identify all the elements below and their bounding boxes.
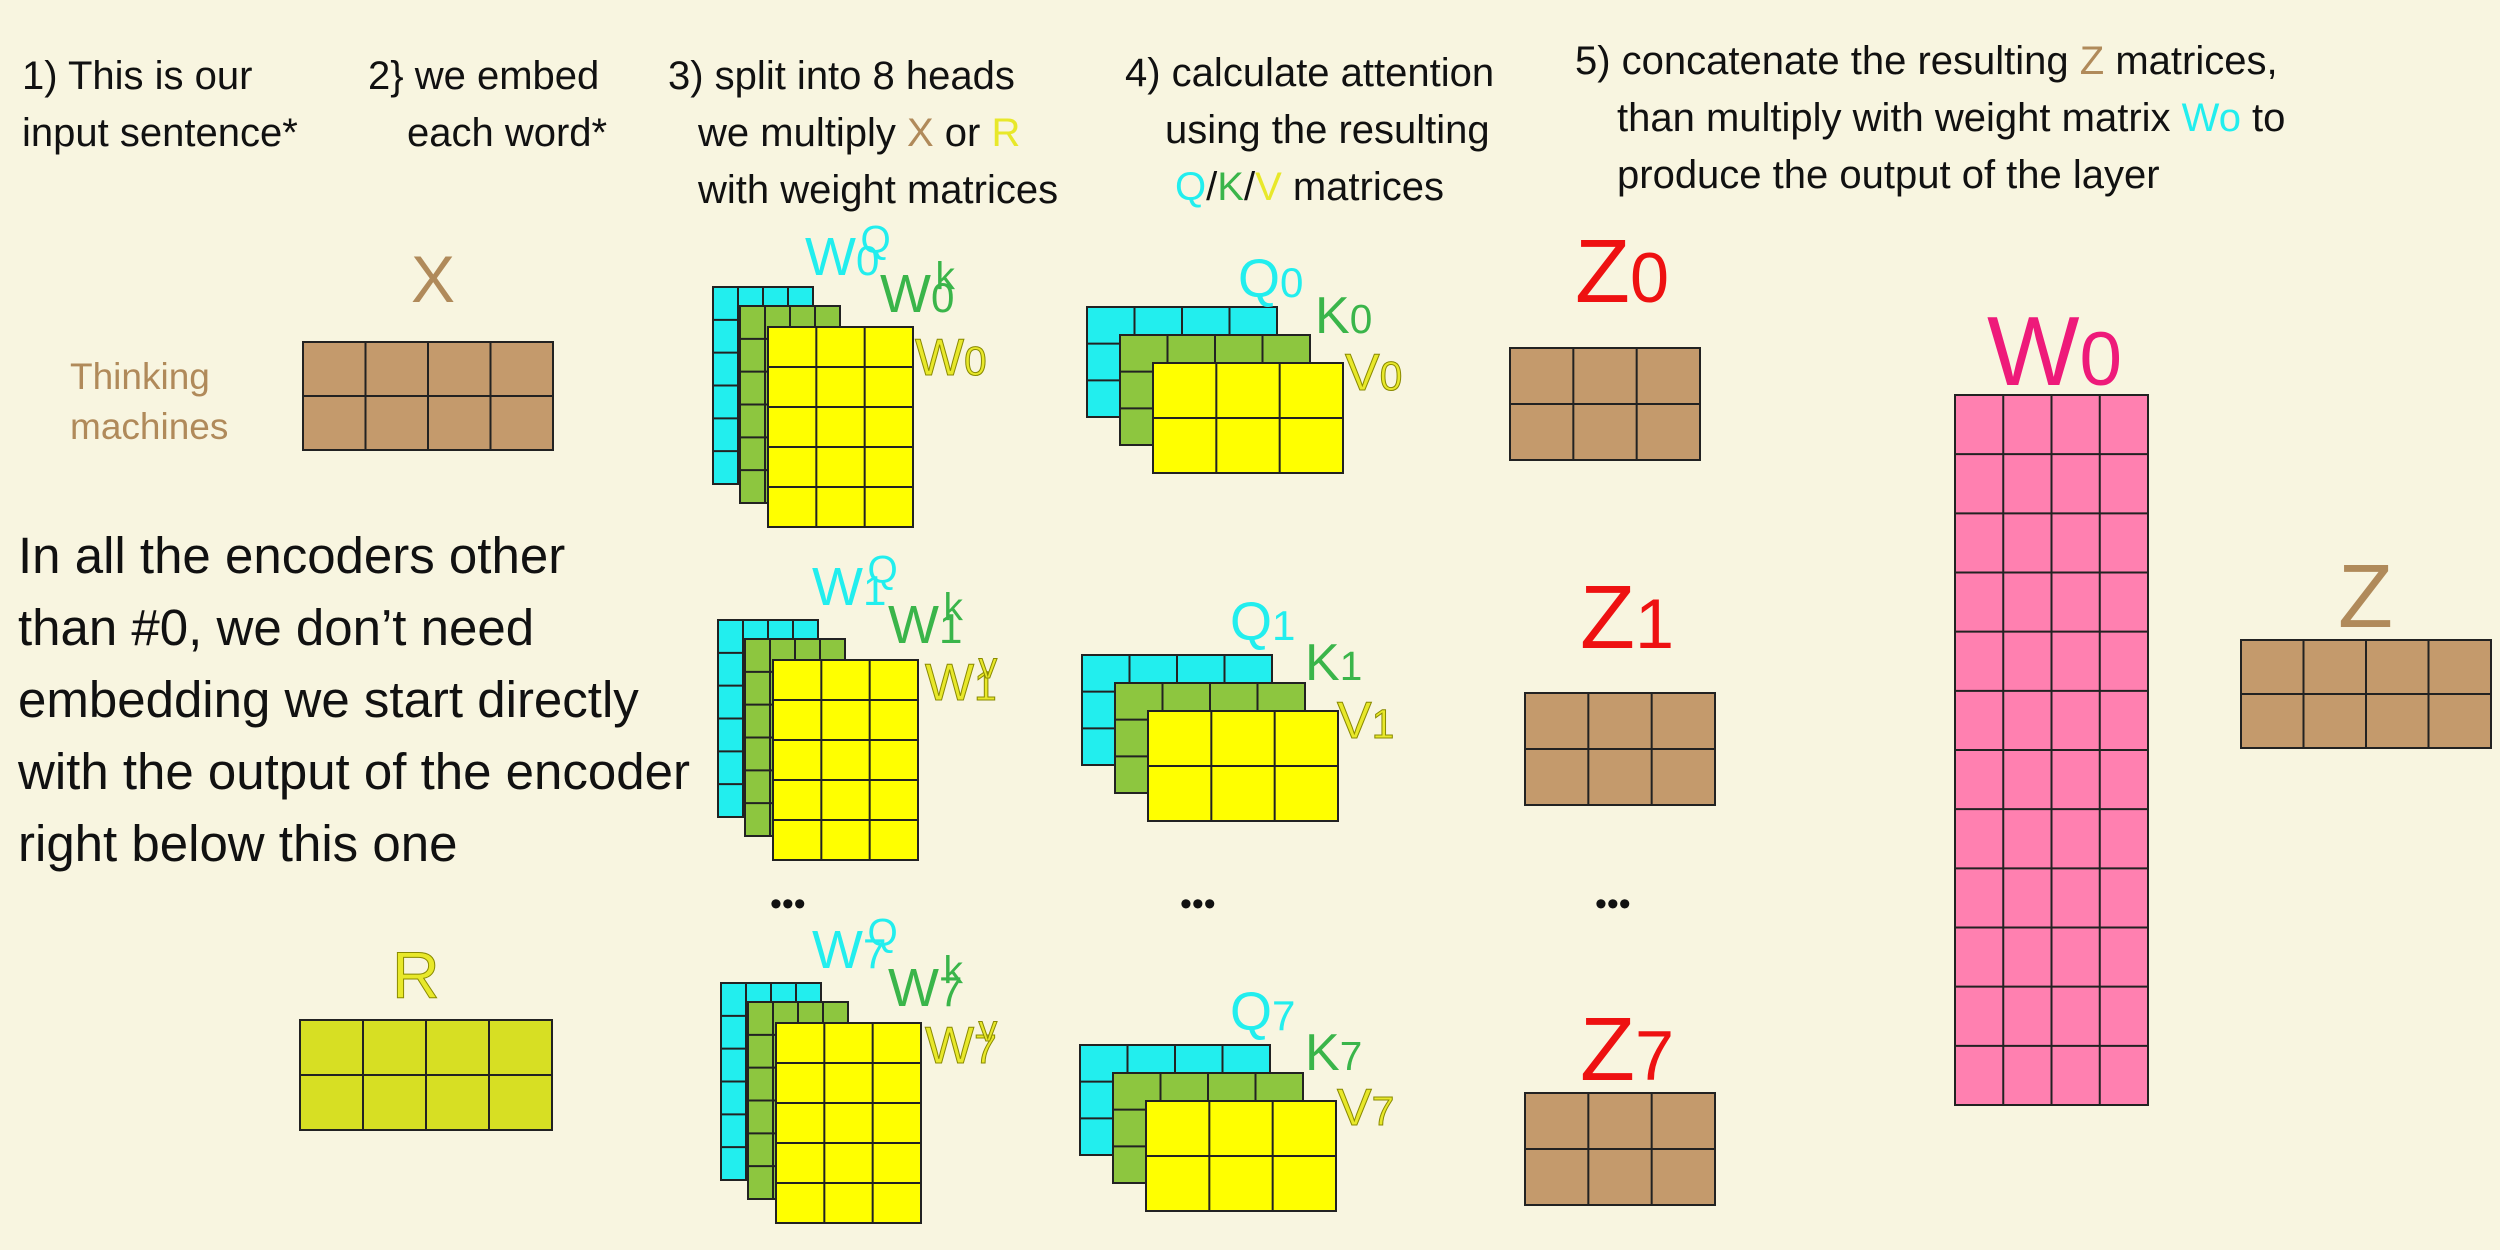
step-2-line-1: 2} we embed xyxy=(368,54,600,98)
step-3-line-2-text: we multiply xyxy=(698,111,907,155)
step-3-line-3: with weight matrices xyxy=(698,168,1059,212)
step-5-line-2-text: than multiply with weight matrix xyxy=(1617,96,2182,140)
step-4-k-ref: K xyxy=(1217,165,1244,209)
ellipsis-2: ••• xyxy=(1180,885,1216,923)
head-1-wv-matrix xyxy=(772,659,919,861)
encoder-note: In all the encoders other than #0, we do… xyxy=(18,520,690,880)
head-0-q-label: Q0 xyxy=(1238,249,1303,309)
x-matrix-label: X xyxy=(411,242,455,316)
head-0-k-label: K0 xyxy=(1315,287,1372,345)
head-7-z-label: Z7 xyxy=(1580,1000,1674,1100)
note-line-3: embedding we start directly xyxy=(18,671,639,728)
head-7-wv-label: W7v xyxy=(925,1007,997,1075)
input-word-machines: machines xyxy=(70,406,229,447)
input-sentence: Thinking machines xyxy=(70,352,228,452)
step-5-line-2: than multiply with weight matrix Wo to xyxy=(1575,90,2285,147)
step-3-text: 3) split into 8 heads we multiply X or R… xyxy=(668,48,1058,219)
step-5-line-1: 5) concatenate the resulting Z matrices, xyxy=(1575,33,2285,90)
step-5-text: 5) concatenate the resulting Z matrices,… xyxy=(1575,33,2285,204)
ellipsis-3: ••• xyxy=(1595,885,1631,923)
head-7-wk-label: W7k xyxy=(888,949,963,1018)
note-line-2: than #0, we don’t need xyxy=(18,599,535,656)
step-4-slash-2: / xyxy=(1243,165,1256,209)
head-1-z-label: Z1 xyxy=(1580,568,1674,668)
note-line-5: right below this one xyxy=(18,815,458,872)
z-output-label: Z xyxy=(2338,547,2393,647)
step-1-line-1: 1) This is our xyxy=(22,54,253,98)
ellipsis-1: ••• xyxy=(770,885,806,923)
step-4-line-3-text: matrices xyxy=(1281,165,1444,209)
step-3-line-1: 3) split into 8 heads xyxy=(668,54,1015,98)
step-4-line-1: 4) calculate attention xyxy=(1125,51,1495,95)
head-7-q-label: Q7 xyxy=(1230,982,1295,1042)
step-2-text: 2} we embed each word* xyxy=(368,48,607,162)
step-4-slash-1: / xyxy=(1206,165,1218,209)
head-1-k-label: K1 xyxy=(1305,634,1362,692)
head-0-wv-matrix xyxy=(767,326,914,528)
head-0-wk-label: W0k xyxy=(880,255,955,324)
step-4-line-2: using the resulting xyxy=(1165,108,1490,152)
note-line-1: In all the encoders other xyxy=(18,527,566,584)
head-1-q-label: Q1 xyxy=(1230,592,1295,652)
head-0-wq-label: W0Q xyxy=(805,218,891,287)
head-7-k-label: K7 xyxy=(1305,1024,1362,1082)
step-3-r-ref: R xyxy=(991,111,1021,155)
step-5-wo-ref: Wo xyxy=(2181,96,2241,140)
head-7-v-label: V7 xyxy=(1337,1079,1394,1137)
head-7-wq-label: W7Q xyxy=(812,911,898,980)
step-4-q-ref: Q xyxy=(1175,165,1207,209)
head-1-wv-label: W1v xyxy=(925,644,997,712)
step-5-line-1-text: 5) concatenate the resulting xyxy=(1575,39,2080,83)
head-1-wq-label: W1Q xyxy=(812,548,898,617)
step-1-text: 1) This is our input sentence* xyxy=(22,48,298,162)
step-3-x-ref: X xyxy=(906,111,934,155)
head-7-wv-matrix xyxy=(775,1022,922,1224)
wo-matrix-label: W0 xyxy=(1987,296,2122,406)
step-4-text: 4) calculate attention using the resulti… xyxy=(1125,45,1494,216)
head-0-v-label: V0 xyxy=(1345,344,1402,402)
step-5-line-2-end: to xyxy=(2240,96,2286,140)
step-4-v-ref: V xyxy=(1255,165,1282,209)
step-5-z-ref: Z xyxy=(2079,39,2105,83)
head-0-z-label: Z0 xyxy=(1575,222,1669,322)
step-3-line-2: we multiply X or R xyxy=(668,105,1058,162)
step-5-line-1-end: matrices, xyxy=(2104,39,2278,83)
head-1-v-label: V1 xyxy=(1337,692,1394,750)
input-word-thinking: Thinking xyxy=(70,356,210,397)
head-0-wv-label: W0 xyxy=(915,329,987,387)
step-4-line-3: Q/K/V matrices xyxy=(1125,159,1494,216)
step-5-line-3: produce the output of the layer xyxy=(1617,153,2160,197)
step-3-or-text: or xyxy=(933,111,992,155)
head-1-wk-label: W1k xyxy=(888,586,963,655)
step-2-line-2: each word* xyxy=(407,111,608,155)
note-line-4: with the output of the encoder xyxy=(18,743,690,800)
step-1-line-2: input sentence* xyxy=(22,111,298,155)
r-matrix-label: R xyxy=(392,938,440,1012)
